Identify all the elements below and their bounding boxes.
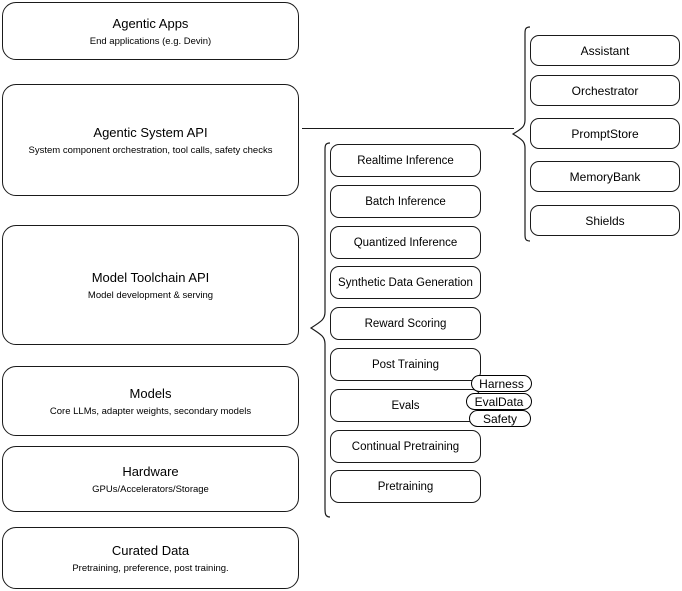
stack-layer-title: Hardware (122, 463, 179, 479)
system-component-label: MemoryBank (569, 169, 641, 184)
toolchain-component-label: Evals (391, 399, 420, 412)
toolchain-component-realtime-inference[interactable]: Realtime Inference (330, 144, 481, 177)
system-api-connector-line (302, 128, 514, 129)
toolchain-component-reward-scoring[interactable]: Reward Scoring (330, 307, 481, 340)
system-component-shields[interactable]: Shields (530, 205, 680, 236)
evals-subcomponent-label: Safety (482, 411, 518, 426)
toolchain-component-label: Realtime Inference (357, 154, 454, 167)
toolchain-component-post-training[interactable]: Post Training (330, 348, 481, 381)
stack-layer-subtitle: Model development & serving (87, 289, 214, 301)
stack-layer-subtitle: Core LLMs, adapter weights, secondary mo… (49, 405, 252, 417)
system-component-memorybank[interactable]: MemoryBank (530, 161, 680, 192)
toolchain-component-label: Pretraining (377, 480, 434, 493)
system-component-assistant[interactable]: Assistant (530, 35, 680, 66)
stack-layer-subtitle: End applications (e.g. Devin) (89, 35, 212, 47)
toolchain-component-label: Reward Scoring (364, 317, 447, 330)
stack-layer-agentic-system-api[interactable]: Agentic System API System component orch… (2, 84, 299, 196)
toolchain-component-label: Post Training (371, 358, 440, 371)
system-component-promptstore[interactable]: PromptStore (530, 118, 680, 149)
system-component-label: Assistant (580, 43, 630, 58)
system-component-label: PromptStore (571, 126, 639, 141)
toolchain-component-label: Synthetic Data Generation (338, 276, 473, 289)
toolchain-component-evals[interactable]: Evals (330, 389, 481, 422)
stack-layer-subtitle: System component orchestration, tool cal… (28, 144, 273, 156)
evals-subcomponent-harness[interactable]: Harness (471, 375, 532, 392)
stack-layer-title: Agentic Apps (112, 15, 189, 31)
toolchain-component-quantized-inference[interactable]: Quantized Inference (330, 226, 481, 259)
toolchain-components-brace (309, 142, 331, 518)
stack-layer-subtitle: Pretraining, preference, post training. (72, 562, 229, 574)
toolchain-component-label: Quantized Inference (353, 236, 458, 249)
evals-subcomponent-label: EvalData (474, 394, 524, 409)
stack-layer-model-toolchain-api[interactable]: Model Toolchain API Model development & … (2, 225, 299, 345)
toolchain-component-label: Batch Inference (365, 195, 446, 208)
evals-subcomponent-label: Harness (479, 376, 524, 391)
stack-layer-hardware[interactable]: Hardware GPUs/Accelerators/Storage (2, 446, 299, 512)
stack-layer-subtitle: GPUs/Accelerators/Storage (92, 483, 209, 495)
toolchain-component-label: Continual Pretraining (351, 440, 460, 453)
stack-layer-title: Curated Data (111, 542, 190, 558)
system-component-orchestrator[interactable]: Orchestrator (530, 75, 680, 106)
evals-subcomponent-safety[interactable]: Safety (469, 410, 531, 427)
stack-layer-models[interactable]: Models Core LLMs, adapter weights, secon… (2, 366, 299, 436)
stack-layer-title: Models (129, 385, 172, 401)
system-component-label: Orchestrator (571, 83, 639, 98)
evals-subcomponent-evaldata[interactable]: EvalData (466, 393, 532, 410)
toolchain-component-pretraining[interactable]: Pretraining (330, 470, 481, 503)
toolchain-component-continual-pretraining[interactable]: Continual Pretraining (330, 430, 481, 463)
stack-layer-title: Agentic System API (93, 124, 208, 140)
stack-layer-title: Model Toolchain API (91, 269, 210, 285)
toolchain-component-batch-inference[interactable]: Batch Inference (330, 185, 481, 218)
stack-layer-curated-data[interactable]: Curated Data Pretraining, preference, po… (2, 527, 299, 589)
stack-layer-agentic-apps[interactable]: Agentic Apps End applications (e.g. Devi… (2, 2, 299, 60)
system-component-label: Shields (585, 213, 625, 228)
toolchain-component-synthetic-data-generation[interactable]: Synthetic Data Generation (330, 266, 481, 299)
system-components-brace (511, 26, 531, 242)
